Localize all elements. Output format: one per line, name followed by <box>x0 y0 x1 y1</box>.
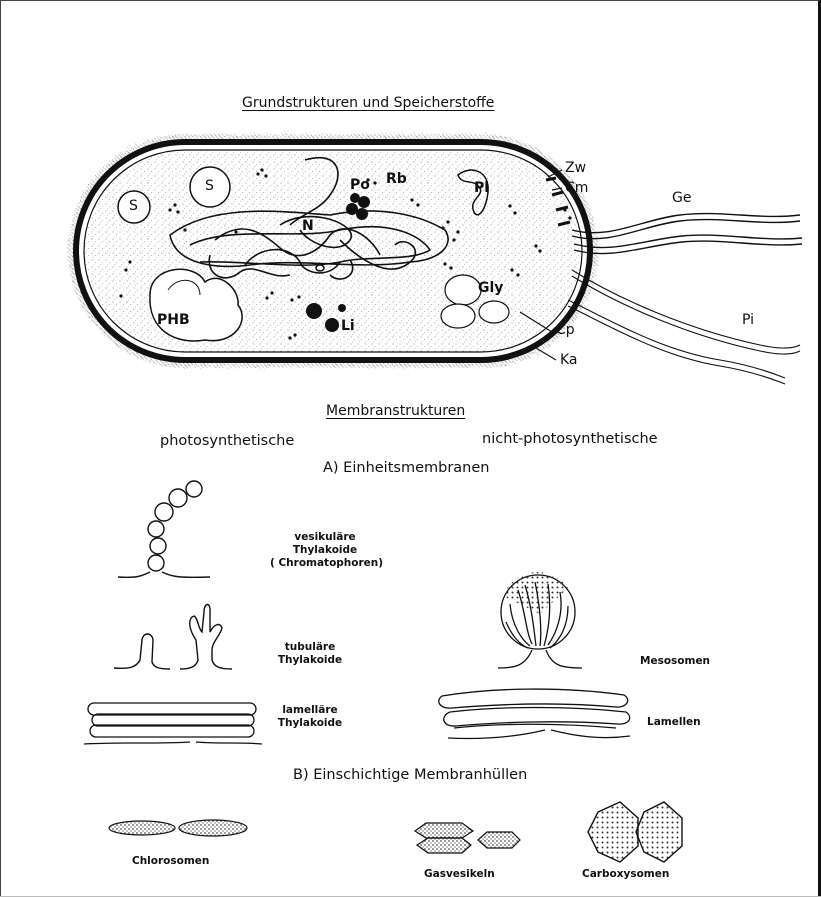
label-s-small: S <box>129 198 138 214</box>
label-s-large: S <box>205 178 214 194</box>
bacterial-cell <box>68 134 802 384</box>
tubular-line-1: tubuläre <box>270 641 350 654</box>
label-li: Li <box>341 318 355 334</box>
mesosome-drawing <box>498 572 582 668</box>
gas-vesicles-drawing <box>415 823 520 853</box>
vesicular-line-2: Thylakoide <box>270 544 380 557</box>
lamellar-line-1: lamelläre <box>270 704 350 717</box>
label-pl: Pl <box>474 180 489 196</box>
carboxysomes-drawing <box>588 802 682 862</box>
label-lamellae: Lamellen <box>647 716 701 729</box>
label-gly: Gly <box>478 280 503 296</box>
vesicular-line-3: ( Chromatophoren) <box>270 557 380 570</box>
label-gas-vesicles: Gasvesikeln <box>424 868 495 881</box>
label-rb: Rb <box>386 171 407 187</box>
label-cm: Cm <box>565 180 588 196</box>
vesicular-line-1: vesikuläre <box>270 531 380 544</box>
title-basic-structures: Grundstrukturen und Speicherstoffe <box>242 95 494 111</box>
title-membrane-structures: Membranstrukturen <box>326 403 465 419</box>
vesicular-thylakoid-drawing <box>118 481 210 577</box>
lamellar-thylakoid-drawing <box>84 703 262 744</box>
chlorosomes-drawing <box>109 820 247 836</box>
label-mesosomes: Mesosomen <box>640 655 710 668</box>
label-ka: Ka <box>560 352 578 368</box>
lamellar-line-2: Thylakoide <box>270 717 350 730</box>
section-a-unit-membranes: A) Einheitsmembranen <box>323 460 489 476</box>
label-phb: PHB <box>157 312 190 328</box>
label-po: Po <box>350 177 370 193</box>
label-chlorosomes: Chlorosomen <box>132 855 209 868</box>
label-pi: Pi <box>742 312 754 328</box>
label-lamellar-thylakoids: lamelläre Thylakoide <box>270 704 350 730</box>
heading-photosynthetic: photosynthetische <box>160 433 294 449</box>
tubular-thylakoid-drawing <box>114 605 232 670</box>
tubular-line-2: Thylakoide <box>270 654 350 667</box>
lamellae-drawing <box>439 689 630 738</box>
label-cp: Cp <box>556 322 575 338</box>
label-zw: Zw <box>565 160 586 176</box>
section-b-single-layer-envelopes: B) Einschichtige Membranhüllen <box>293 767 527 783</box>
label-tubular-thylakoids: tubuläre Thylakoide <box>270 641 350 667</box>
label-n: N <box>302 218 314 234</box>
heading-nonphotosynthetic: nicht-photosynthetische <box>482 431 658 447</box>
label-vesicular-thylakoids: vesikuläre Thylakoide ( Chromatophoren) <box>270 531 380 570</box>
label-ge: Ge <box>672 190 691 206</box>
label-carboxysomes: Carboxysomen <box>582 868 669 881</box>
